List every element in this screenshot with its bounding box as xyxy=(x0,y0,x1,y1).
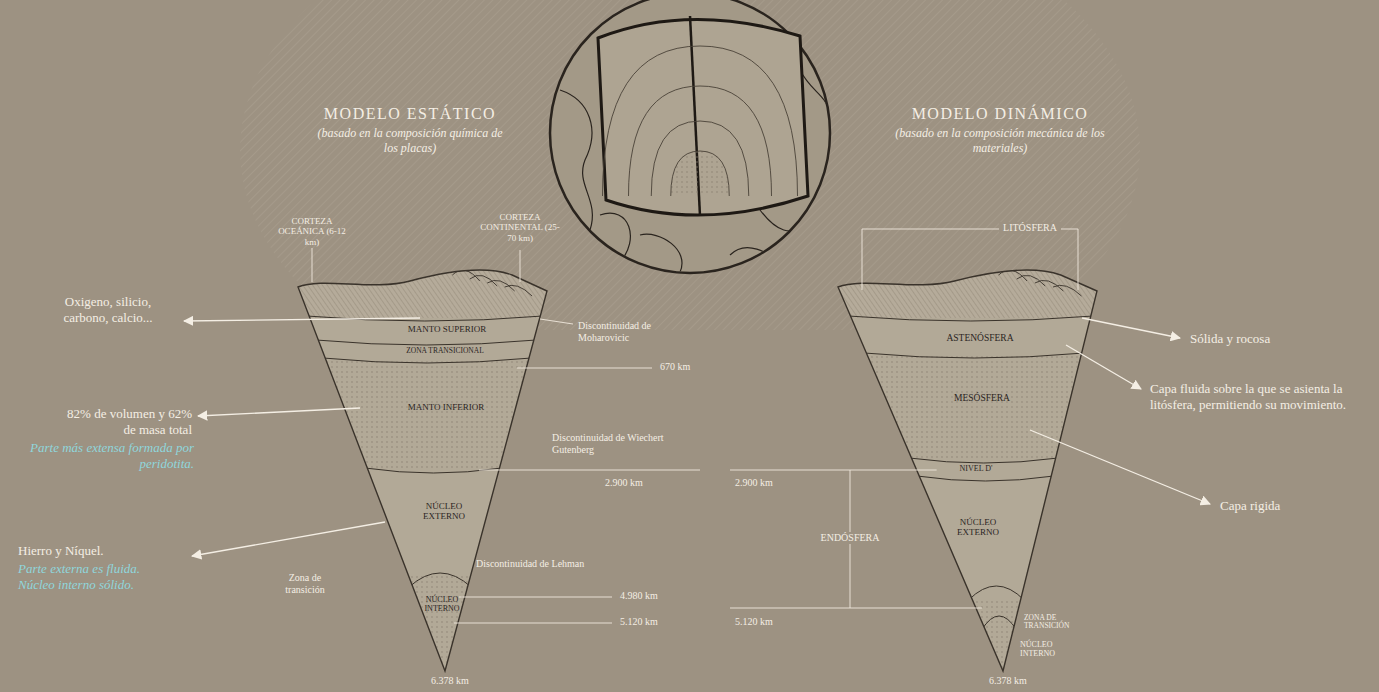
stipple xyxy=(0,360,1379,470)
label: CORTEZA OCEÁNICA (6-12 km) xyxy=(270,216,354,247)
earth-cone xyxy=(0,270,1379,672)
continent-outline xyxy=(600,213,630,262)
label: Oxigeno, silicio, carbono, calcio... xyxy=(43,294,173,325)
depth-line xyxy=(730,608,982,609)
layer-name: NÚCLEO INTERNO xyxy=(420,596,464,614)
label: 6.378 km xyxy=(989,675,1027,687)
label: 670 km xyxy=(660,361,690,373)
layer-arc xyxy=(603,46,798,196)
continent-outline xyxy=(640,234,682,272)
label: 6.378 km xyxy=(431,675,469,687)
layer-band: NÚCLEO EXTERNO xyxy=(414,502,474,522)
layer-boundary xyxy=(365,468,502,473)
earth-cone xyxy=(0,270,1379,672)
label: LITÓSFERA xyxy=(999,222,1061,234)
label: 2.900 km xyxy=(605,477,643,489)
label: ENDÓSFERA xyxy=(817,532,884,544)
callout-arrow xyxy=(198,408,360,416)
bracket-line xyxy=(862,229,1078,290)
layer-band: ZONA TRANSICIONAL xyxy=(406,347,484,355)
layer-name: MANTO SUPERIOR xyxy=(408,325,487,335)
layer-boundary xyxy=(316,340,536,345)
stipple xyxy=(0,600,1379,672)
layer-name: NIVEL D' xyxy=(960,465,993,474)
label: 5.120 km xyxy=(735,616,773,628)
mountain-ridge xyxy=(1053,285,1081,296)
label: Parte más extensa formada por peridotita… xyxy=(19,440,194,471)
layer-band: NÚCLEO EXTERNO xyxy=(948,518,1008,538)
depth-line xyxy=(517,368,652,369)
callout-arrow xyxy=(1082,318,1180,338)
leader-line xyxy=(312,248,313,282)
layer-band: ASTENÓSFERA xyxy=(946,333,1013,343)
layer-boundary xyxy=(917,476,1054,481)
label: 5.120 km xyxy=(620,616,658,628)
label: Hierro y Níquel. xyxy=(18,543,104,559)
globe xyxy=(550,0,830,273)
globe-body xyxy=(550,0,830,273)
layer-name: NÚCLEO EXTERNO xyxy=(414,502,474,522)
label: Sólida y rocosa xyxy=(1190,331,1270,347)
mountain-ridge xyxy=(505,285,532,296)
label: (basado en la composición mecánica de lo… xyxy=(895,126,1105,156)
layer-boundary xyxy=(909,458,1058,463)
label: MODELO DINÁMICO xyxy=(912,104,1089,123)
layer-band: ZONA DE TRANSICIÓN xyxy=(1024,614,1094,631)
layer-boundary xyxy=(864,353,1084,358)
callout-arrow xyxy=(1066,345,1141,389)
cutaway-face xyxy=(598,19,808,215)
layer-name: ASTENÓSFERA xyxy=(946,333,1013,343)
label: Zona de transición xyxy=(270,572,340,596)
continent-outline xyxy=(560,90,592,230)
depth-line xyxy=(459,597,612,598)
depth-line xyxy=(454,623,612,624)
label: CORTEZA CONTINENTAL (25-70 km) xyxy=(478,212,562,243)
callout-arrow xyxy=(1030,430,1210,504)
depth-line xyxy=(479,470,700,471)
label: MODELO ESTÁTICO xyxy=(324,104,496,123)
label: Discontinuidad de Lehman xyxy=(476,558,584,570)
label: 82% de volumen y 62% de masa total xyxy=(52,406,192,437)
layer-arc xyxy=(651,121,749,196)
callout-arrow xyxy=(184,318,420,321)
core-dome xyxy=(982,616,1017,630)
layer-band: NÚCLEO INTERNO xyxy=(1020,641,1080,659)
label: Parte externa es fluida. Núcleo interno … xyxy=(18,561,178,592)
layer-band: MANTO SUPERIOR xyxy=(408,325,487,335)
hatched-halo xyxy=(240,0,1140,330)
layer-band: MESÓSFERA xyxy=(954,393,1010,403)
leader-line xyxy=(540,319,573,324)
layer-name: NÚCLEO INTERNO xyxy=(1020,641,1080,659)
layer-name: ZONA TRANSICIONAL xyxy=(406,347,484,355)
label: Capa rigida xyxy=(1220,498,1280,514)
core-dome xyxy=(409,573,471,587)
callout-arrow xyxy=(192,522,385,556)
continent-outline xyxy=(730,248,780,268)
layer-band: MANTO INFERIOR xyxy=(408,403,485,413)
core-dome xyxy=(969,586,1024,600)
layer-arc xyxy=(629,86,772,196)
layer-band: NIVEL D' xyxy=(960,465,993,474)
layer-boundary xyxy=(848,316,1093,321)
layer-boundary xyxy=(323,358,532,363)
layer-name: NÚCLEO EXTERNO xyxy=(948,518,1008,538)
label: Capa fluida sobre la que se asienta la l… xyxy=(1150,381,1372,412)
layer-name: MESÓSFERA xyxy=(954,393,1010,403)
stipple xyxy=(0,575,1379,672)
label: Discontinuidad de Moharovicic xyxy=(578,320,698,344)
leader-line xyxy=(520,250,521,282)
label: (basado en la composición química de los… xyxy=(310,126,510,156)
layer-band: NÚCLEO INTERNO xyxy=(420,596,464,614)
continent-outline xyxy=(760,210,815,231)
label: 2.900 km xyxy=(735,477,773,489)
stipple xyxy=(0,355,1379,460)
depth-line xyxy=(730,470,937,471)
layer-name: ZONA DE TRANSICIÓN xyxy=(1024,614,1094,631)
layer-name: MANTO INFERIOR xyxy=(408,403,485,413)
layer-arc xyxy=(671,151,730,196)
label: 4.980 km xyxy=(620,590,658,602)
label: Discontinuidad de Wiechert Gutenberg xyxy=(552,432,702,456)
